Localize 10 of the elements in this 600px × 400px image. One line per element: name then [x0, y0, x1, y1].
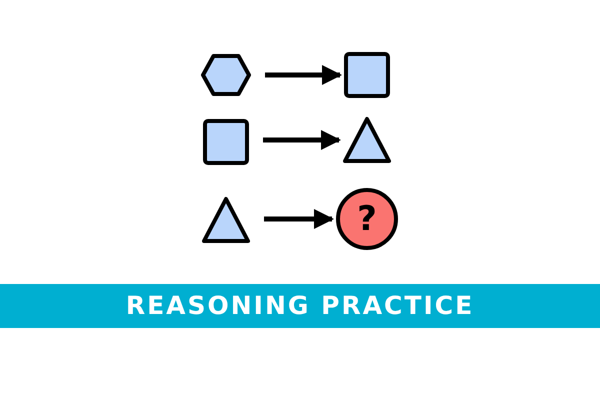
hexagon-shape [201, 53, 251, 97]
box-shape [344, 52, 390, 98]
box-shape [203, 119, 249, 165]
triangle-shape [343, 116, 391, 164]
arrow [265, 65, 342, 85]
question-mark: ? [357, 202, 377, 236]
title: REASONING PRACTICE [126, 290, 474, 322]
arrow [264, 209, 334, 229]
triangle-shape [202, 196, 250, 244]
arrow [263, 130, 341, 150]
